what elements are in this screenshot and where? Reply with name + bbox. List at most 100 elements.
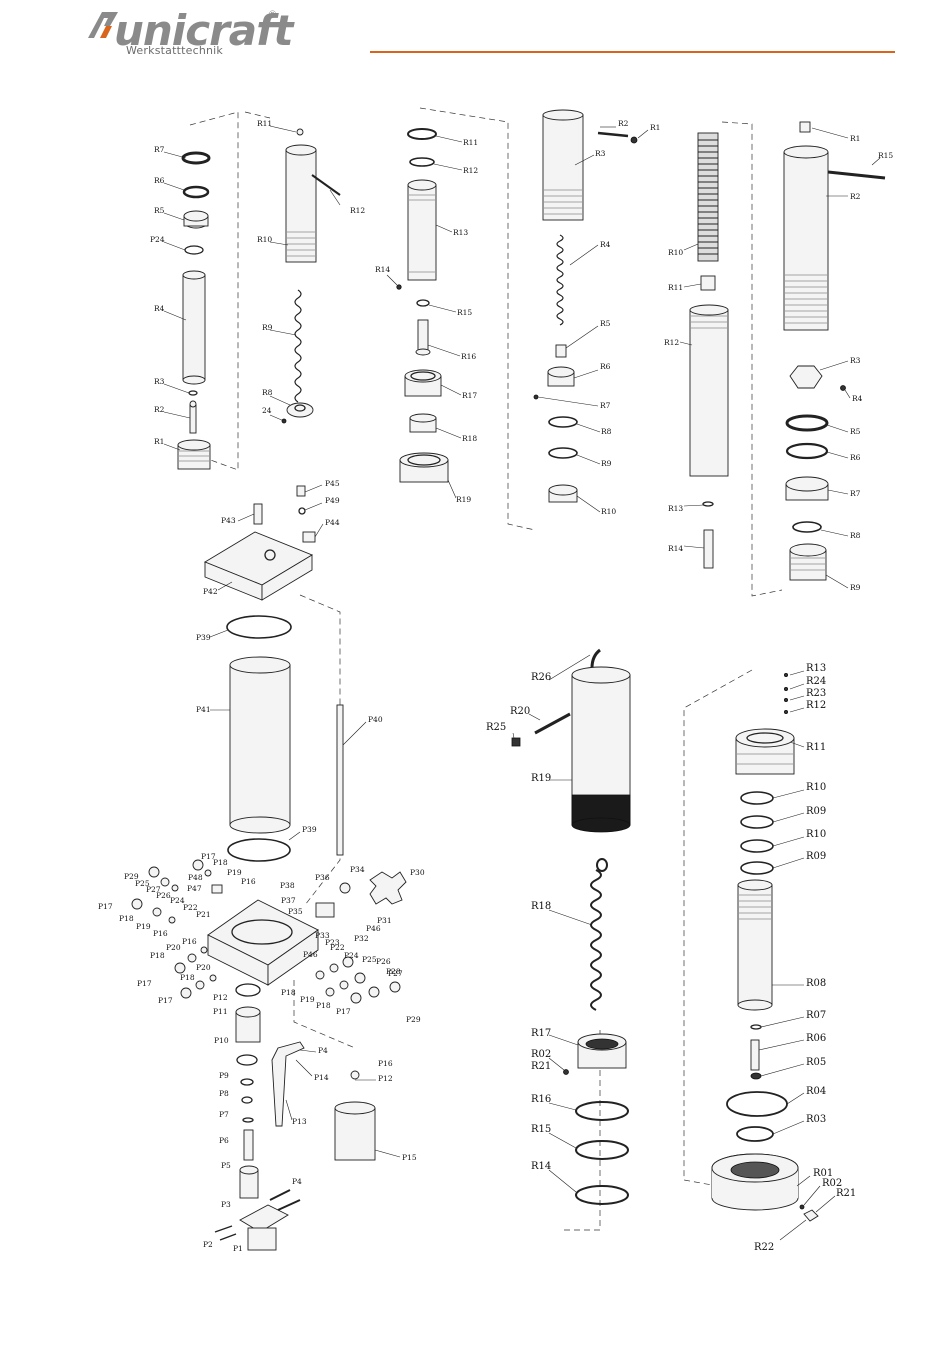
callout-label: P22 — [183, 903, 198, 912]
callout-label: R21 — [836, 1188, 856, 1199]
callout-label: R18 — [462, 434, 477, 443]
brand-logo: unicraft ® Werkstatttechnik — [86, 6, 293, 66]
callout-label: R14 — [531, 1161, 551, 1172]
callout-label: P17 — [137, 979, 152, 988]
callout-label: P22 — [330, 943, 345, 952]
callout-label: P29 — [406, 1015, 421, 1024]
callout-label: P20 — [196, 963, 211, 972]
callout-label: P10 — [214, 1036, 229, 1045]
callout-label: P25 — [135, 879, 150, 888]
callout-label: P24 — [150, 235, 165, 244]
callout-label: P23 — [325, 938, 340, 947]
callout-label: P19 — [227, 868, 242, 877]
callout-label: R9 — [850, 583, 861, 592]
callout-label: P7 — [219, 1110, 229, 1119]
assembly-group-7: R26 R20 R25 R19 R18 R17 R02 R21 R16 R15 … — [486, 648, 631, 1231]
callout-label: P18 — [316, 1001, 331, 1010]
callout-label: R6 — [154, 176, 165, 185]
callout-label: P40 — [368, 715, 383, 724]
callout-label: P17 — [158, 996, 173, 1005]
callout-label: P33 — [315, 931, 330, 940]
callout-label: R2 — [154, 405, 165, 414]
callout-label: P12 — [378, 1074, 393, 1083]
callout-label: P25 — [362, 955, 377, 964]
callout-label: R16 — [461, 352, 476, 361]
callout-label: P13 — [292, 1117, 307, 1126]
callout-label: R4 — [600, 240, 611, 249]
callout-label: P8 — [219, 1089, 229, 1098]
callout-label: R8 — [262, 388, 273, 397]
callout-label: R19 — [456, 495, 471, 504]
callout-label: R23 — [806, 688, 826, 699]
callout-label: P9 — [219, 1071, 229, 1080]
callout-label: P37 — [281, 896, 296, 905]
callout-label: R08 — [806, 978, 826, 989]
callout-label: P15 — [402, 1153, 417, 1162]
callout-label: P46 — [366, 924, 381, 933]
callout-label: R10 — [668, 248, 683, 257]
callout-label: R12 — [463, 166, 478, 175]
callout-label: R9 — [262, 323, 273, 332]
callout-label: R16 — [531, 1094, 551, 1105]
callout-label: R8 — [850, 531, 861, 540]
brand-mark-icon — [88, 12, 118, 38]
callout-label: R7 — [154, 145, 165, 154]
callout-label: R05 — [806, 1057, 826, 1068]
callout-label: P18 — [119, 914, 134, 923]
callout-label: P6 — [219, 1136, 229, 1145]
callout-label: R19 — [531, 773, 551, 784]
callout-label: P45 — [325, 479, 340, 488]
callout-label: R3 — [595, 149, 606, 158]
callout-label: P47 — [187, 884, 202, 893]
callout-label: R10 — [601, 507, 616, 516]
assembly-group-1: R7 R6 R5 P24 R4 R3 R2 R1 R11 R12 R10 R9 … — [150, 111, 365, 471]
brand-subtitle: Werkstatttechnik — [126, 44, 224, 57]
callout-label: R14 — [668, 544, 683, 553]
callout-label: P18 — [213, 858, 228, 867]
callout-label: R15 — [531, 1124, 551, 1135]
callout-label: R20 — [510, 706, 530, 717]
callout-label: P19 — [136, 922, 151, 931]
callout-label: P5 — [221, 1161, 231, 1170]
callout-label: R02 — [531, 1049, 551, 1060]
callout-label: P36 — [315, 873, 330, 882]
callout-label: R02 — [822, 1178, 842, 1189]
callout-label: P16 — [153, 929, 168, 938]
callout-label: R4 — [154, 304, 165, 313]
callout-label: R3 — [850, 356, 861, 365]
callout-label: R04 — [806, 1086, 826, 1097]
callout-label: R12 — [664, 338, 679, 347]
callout-label: P32 — [354, 934, 369, 943]
callout-label: R12 — [806, 700, 826, 711]
callout-label: R09 — [806, 851, 826, 862]
callout-label: R13 — [453, 228, 468, 237]
assembly-group-2: R11 R12 R13 R14 R15 R16 R17 R18 R19 — [375, 107, 536, 531]
callout-label: P42 — [203, 587, 218, 596]
callout-label: R26 — [531, 672, 551, 683]
callout-label: R9 — [601, 459, 612, 468]
callout-label: P46 — [303, 950, 318, 959]
callout-label: R03 — [806, 1114, 826, 1125]
header-rule — [370, 51, 895, 53]
callout-label: P2 — [203, 1240, 213, 1249]
callout-label: R1 — [154, 437, 164, 446]
callout-label: R15 — [457, 308, 472, 317]
brand-registered-mark: ® — [268, 10, 277, 20]
callout-label: P41 — [196, 705, 211, 714]
callout-label: P18 — [180, 973, 195, 982]
callout-label: R22 — [754, 1242, 774, 1253]
callout-label: R17 — [462, 391, 477, 400]
callout-label: P14 — [314, 1073, 329, 1082]
callout-label: R21 — [531, 1061, 551, 1072]
callout-label: R1 — [650, 123, 660, 132]
callout-label: R4 — [852, 394, 863, 403]
callout-label: P34 — [350, 865, 365, 874]
callout-label: R6 — [850, 453, 861, 462]
callout-label: P12 — [213, 993, 228, 1002]
callout-label: P17 — [336, 1007, 351, 1016]
brand-name: unicraft — [114, 6, 293, 55]
pump-callout-labels: P45 P43 P49 P44 P42 P39 P41 P40 P39 P17 … — [98, 479, 425, 1253]
callout-label: R25 — [486, 722, 506, 733]
callout-label: R11 — [668, 283, 683, 292]
